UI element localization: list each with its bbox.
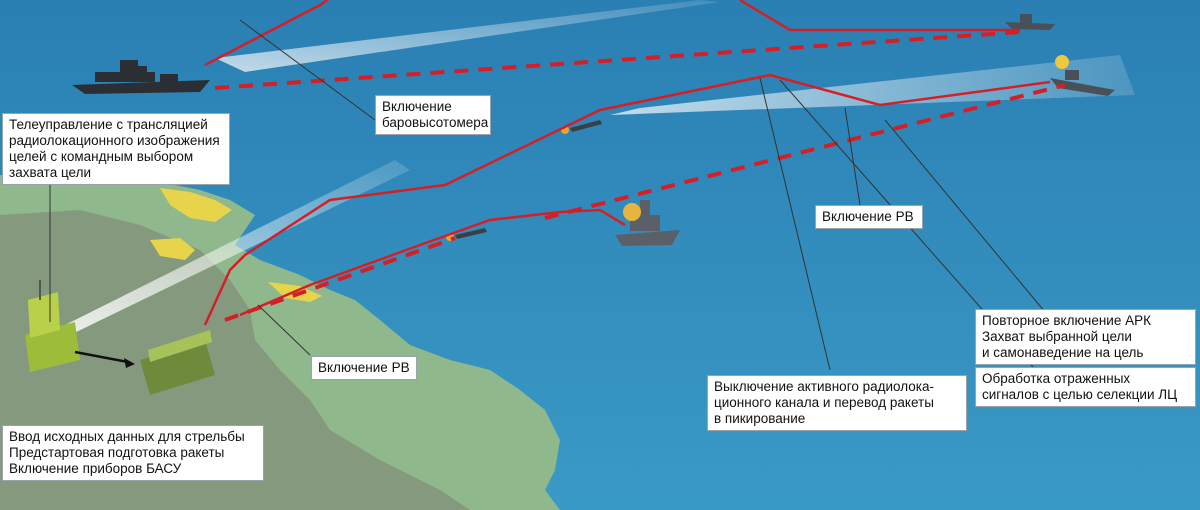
dashed-trajectory-2 xyxy=(544,83,1066,220)
radar-beam-1 xyxy=(55,160,410,335)
label-line: Предстартовая подготовка ракеты xyxy=(9,445,225,460)
dashed-trajectory-1 xyxy=(214,30,1021,90)
arrow-radar-to-launcher xyxy=(74,350,135,368)
label-line: Обработка отраженных xyxy=(982,371,1131,386)
trajectory-middle xyxy=(203,73,1051,326)
launcher-vehicle xyxy=(140,330,215,395)
label-teleguidance: Телеуправление с трансляцией радиолокаци… xyxy=(2,113,230,185)
trajectory-upper-2 xyxy=(739,0,1020,32)
label-line: Повторное включение АРК xyxy=(982,313,1151,328)
label-line: Ввод исходных данных для стрельбы xyxy=(9,429,245,444)
ship-launch-platform xyxy=(72,60,210,94)
label-line: захвата цели xyxy=(9,165,92,180)
label-line: Захват выбранной цели xyxy=(982,329,1132,344)
label-rv-left: Включение РВ xyxy=(311,356,417,380)
label-dive: Выключение активного радиолока- ционного… xyxy=(707,375,967,431)
label-line: радиолокационного изображения xyxy=(9,133,220,148)
label-line: Выключение активного радиолока- xyxy=(714,379,934,394)
label-line: и самонаведение на цель xyxy=(982,345,1144,360)
label-launch: Ввод исходных данных для стрельбы Предст… xyxy=(2,425,264,481)
dashed-trajectory-3 xyxy=(224,236,456,322)
ship-target-2 xyxy=(1050,55,1115,96)
label-line: баровысотомера xyxy=(382,115,489,130)
label-line: целей с командным выбором xyxy=(9,149,194,164)
trajectory-upper xyxy=(204,0,330,67)
radar-vehicle xyxy=(25,280,80,372)
label-line: Включение xyxy=(382,99,452,114)
label-line: Телеуправление с трансляцией xyxy=(9,117,208,132)
radar-beam-2 xyxy=(215,0,720,72)
coast-strip-2 xyxy=(150,238,195,260)
ship-target-1 xyxy=(1005,14,1055,30)
trajectory-lower xyxy=(239,208,626,317)
label-baro: Включение баровысотомера xyxy=(375,95,491,135)
coast-strip xyxy=(160,188,232,222)
label-line: ционного канала и перевод ракеты xyxy=(714,395,934,410)
label-lc: Обработка отраженных сигналов с целью се… xyxy=(975,367,1196,407)
radar-beam-3 xyxy=(610,55,1135,115)
label-rv-right: Включение РВ xyxy=(815,205,923,229)
label-line: в пикирование xyxy=(714,411,806,426)
label-line: Включение РВ xyxy=(822,209,914,224)
label-line: Включение РВ xyxy=(318,360,410,375)
label-ark: Повторное включение АРК Захват выбранной… xyxy=(975,309,1196,365)
label-line: сигналов с целью селекции ЛЦ xyxy=(982,387,1178,402)
label-line: Включение приборов БАСУ xyxy=(9,461,182,476)
ship-target-3 xyxy=(615,200,680,246)
